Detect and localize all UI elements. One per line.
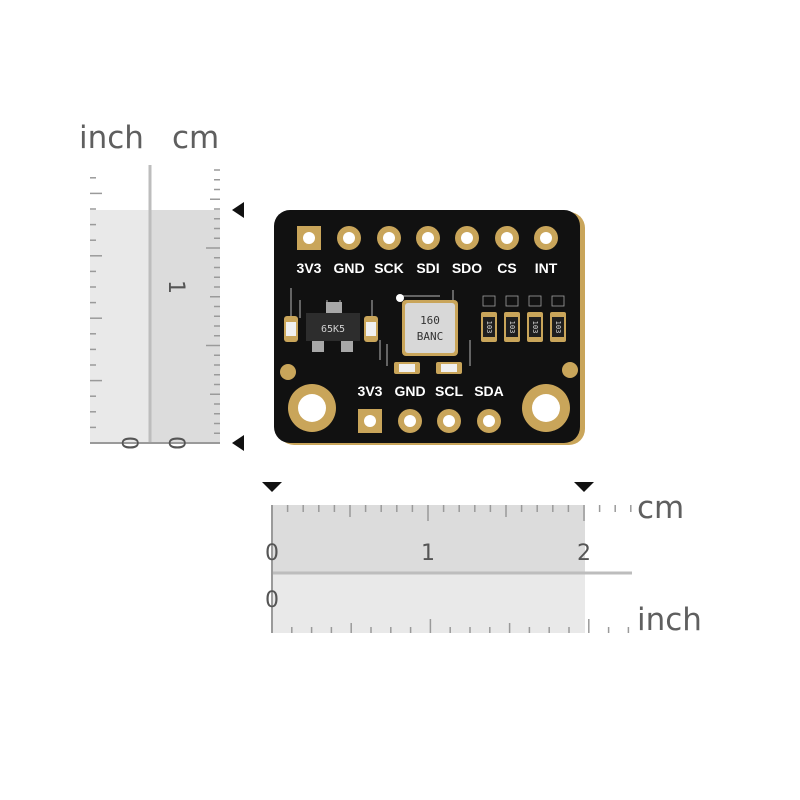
header-hole (303, 232, 315, 244)
resistor-marking: 103 (531, 321, 539, 334)
bottom-pin-label-sda: SDA (474, 383, 504, 399)
vertical-ruler: 0 0 1 (90, 165, 244, 451)
horizontal-inch-label: inch (637, 602, 702, 638)
top-pin-label-gnd: GND (333, 260, 364, 276)
top-pin-label-sck: SCK (374, 260, 404, 276)
cm-tick-label-0: 0 (265, 541, 279, 566)
vertical-cm-one: 1 (163, 280, 188, 294)
vertical-cm-zero: 0 (163, 436, 188, 450)
top-pin-label-cs: CS (497, 260, 516, 276)
bottom-pin-label-3v3: 3V3 (358, 383, 383, 399)
vertical-inch-label: inch (79, 120, 144, 156)
sensor-marking-1: 160 (420, 314, 440, 327)
sensor-board: 3V3 GND SCK SDI SDO CS INT 3V3 GND SCL S… (274, 210, 585, 445)
vertical-bottom-marker (232, 435, 244, 451)
header-hole (461, 232, 473, 244)
top-pin-label-sdi: SDI (416, 260, 439, 276)
horizontal-ruler-ticks (271, 505, 632, 633)
resistor-outline (505, 295, 519, 307)
sensor-marking-2: BANC (417, 330, 444, 343)
inch-tick-label-0: 0 (265, 588, 279, 613)
horizontal-left-marker (262, 482, 282, 492)
cm-tick-label-2: 2 (577, 541, 591, 566)
voltage-regulator: 65K5 (306, 302, 360, 352)
top-pin-label-int: INT (535, 260, 558, 276)
top-pin-label-3v3: 3V3 (297, 260, 322, 276)
header-hole (540, 232, 552, 244)
inch-scale-band (90, 210, 150, 443)
top-pin-label-sdo: SDO (452, 260, 482, 276)
resistor-marking: 103 (485, 321, 493, 334)
resistor-body (529, 317, 541, 337)
fiducial-right (562, 362, 578, 378)
vertical-top-marker (232, 202, 244, 218)
header-hole (443, 415, 455, 427)
fiducial-left (280, 364, 296, 380)
resistor-array: 103 103 103 103 (481, 295, 566, 342)
resistor-body (552, 317, 564, 337)
cm-scale-band (150, 210, 220, 443)
bottom-pin-label-scl: SCL (435, 383, 463, 399)
resistor-outline (551, 295, 565, 307)
header-hole (483, 415, 495, 427)
resistor-marking: 103 (554, 321, 562, 334)
vertical-cm-label: cm (172, 120, 220, 156)
header-hole (343, 232, 355, 244)
header-hole (404, 415, 416, 427)
header-hole (364, 415, 376, 427)
header-hole (501, 232, 513, 244)
pressure-sensor-chip: 160 BANC (402, 300, 458, 356)
horizontal-ruler: 0 1 2 0 (262, 482, 632, 633)
inch-scale-band-h (272, 573, 585, 633)
vertical-inch-zero: 0 (116, 436, 141, 450)
resistor-outline (528, 295, 542, 307)
resistor-marking: 103 (508, 321, 516, 334)
cm-tick-label-1: 1 (421, 541, 435, 566)
top-header-pads (297, 226, 558, 250)
header-hole (422, 232, 434, 244)
regulator-marking: 65K5 (321, 324, 345, 335)
bottom-pin-label-gnd: GND (394, 383, 425, 399)
resistor-body (483, 317, 495, 337)
resistor-outline (482, 295, 496, 307)
horizontal-right-marker (574, 482, 594, 492)
vertical-ruler-ticks (90, 169, 220, 444)
header-hole (383, 232, 395, 244)
resistor-body (506, 317, 518, 337)
bottom-header-pads (358, 409, 501, 433)
horizontal-cm-label: cm (637, 490, 685, 526)
